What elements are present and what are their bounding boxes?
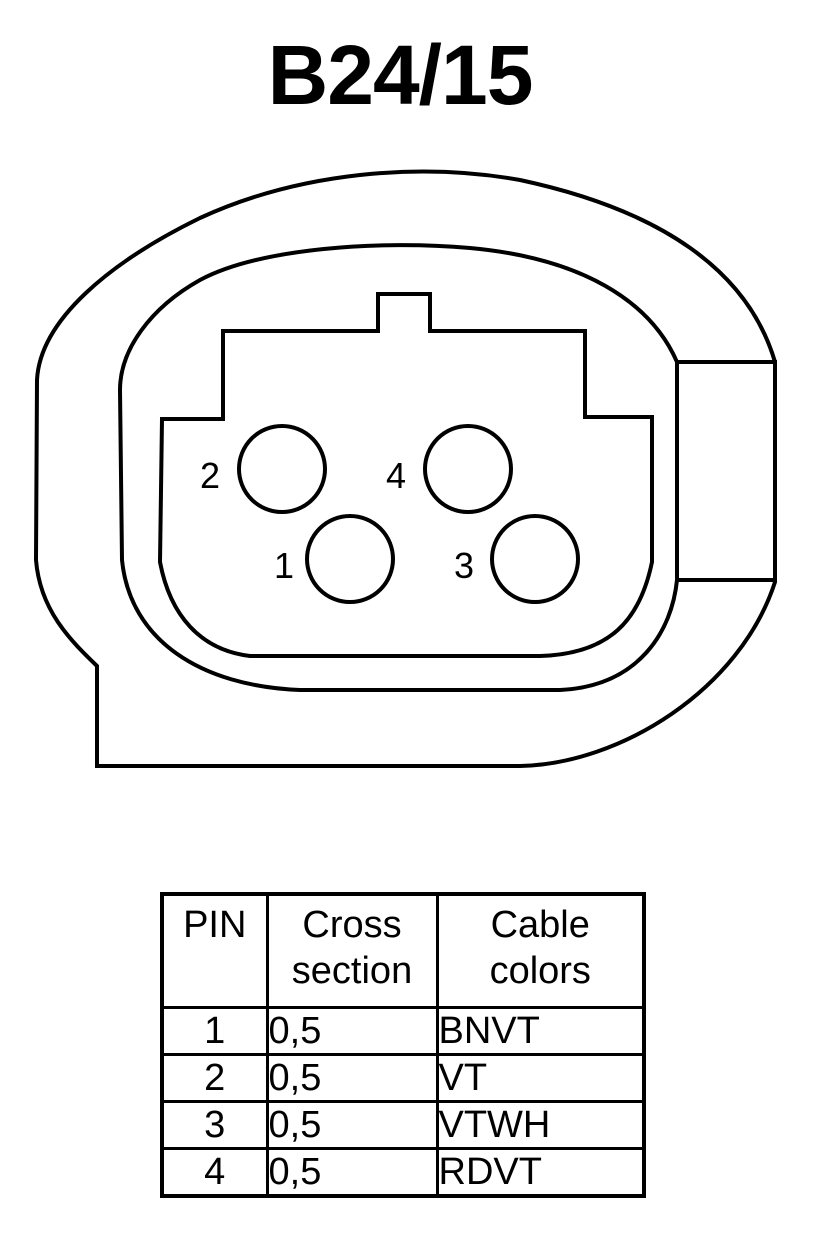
header-cable-colors: Cable colors: [435, 892, 646, 1009]
pin-3-contact: [490, 514, 580, 604]
pin-1-label: 1: [274, 545, 294, 586]
connector-title: B24/15: [267, 28, 534, 122]
pin-number: 4: [160, 1147, 269, 1198]
table-row: 1 0,5 BNVT: [160, 1006, 646, 1056]
connector-inner-rim: [117, 243, 679, 692]
cross-section-value: 0,5: [265, 1006, 439, 1056]
pin-number: 1: [160, 1006, 269, 1056]
table-row: 2 0,5 VT: [160, 1053, 646, 1103]
cross-section-value: 0,5: [265, 1053, 439, 1103]
cross-section-value: 0,5: [265, 1147, 439, 1198]
connector-pin-cavity: [157, 292, 654, 658]
pin-table-header: PIN Cross section Cable colors: [160, 892, 646, 1009]
header-pin: PIN: [160, 892, 269, 1009]
pin-4-label: 4: [386, 455, 406, 496]
pin-table: PIN Cross section Cable colors 1 0,5 BNV…: [160, 892, 646, 1198]
pin-4-contact: [423, 424, 513, 514]
cable-color-value: RDVT: [435, 1147, 646, 1198]
connector-diagram: 2 4 1 3: [33, 169, 777, 768]
cable-color-value: BNVT: [435, 1006, 646, 1056]
pin-2-label: 2: [200, 455, 220, 496]
cable-color-value: VTWH: [435, 1100, 646, 1150]
connector-outer-housing: [33, 169, 777, 768]
pin-number: 3: [160, 1100, 269, 1150]
header-cross-section: Cross section: [265, 892, 439, 1009]
table-row: 3 0,5 VTWH: [160, 1100, 646, 1150]
table-row: 4 0,5 RDVT: [160, 1147, 646, 1198]
connector-latch-tab: [675, 360, 777, 582]
pin-1-contact: [305, 514, 395, 604]
pin-3-label: 3: [454, 545, 474, 586]
cable-color-value: VT: [435, 1053, 646, 1103]
pin-2-contact: [237, 424, 327, 514]
pin-number: 2: [160, 1053, 269, 1103]
cross-section-value: 0,5: [265, 1100, 439, 1150]
